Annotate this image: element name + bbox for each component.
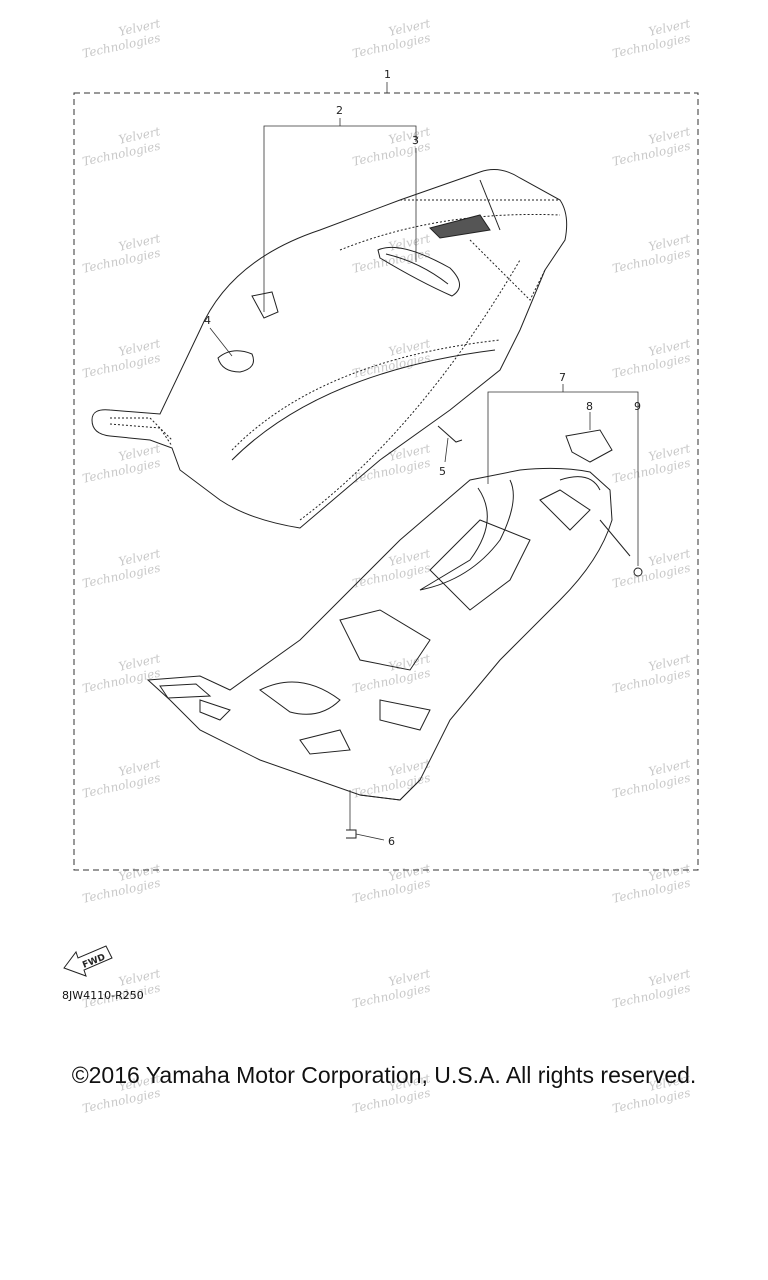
- watermark-text: YelvertTechnologies: [78, 124, 164, 169]
- assembly-boundary: [73, 92, 699, 871]
- watermark-text: YelvertTechnologies: [348, 546, 434, 591]
- seat-base: [146, 467, 631, 801]
- watermark-text: YelvertTechnologies: [608, 124, 694, 169]
- watermark-layer: YelvertTechnologiesYelvertTechnologiesYe…: [78, 16, 694, 1116]
- watermark-text: YelvertTechnologies: [348, 231, 434, 276]
- watermark-text: YelvertTechnologies: [348, 336, 434, 381]
- watermark-text: YelvertTechnologies: [78, 651, 164, 696]
- watermark-text: YelvertTechnologies: [348, 16, 434, 61]
- diagram-code: 8JW4110-R250: [62, 989, 144, 1002]
- watermark-text: YelvertTechnologies: [78, 16, 164, 61]
- callout-5: 5: [439, 465, 446, 478]
- watermark-text: YelvertTechnologies: [608, 966, 694, 1011]
- callout-2: 2: [336, 104, 343, 117]
- watermark-text: YelvertTechnologies: [348, 756, 434, 801]
- watermark-text: YelvertTechnologies: [78, 231, 164, 276]
- watermark-text: YelvertTechnologies: [348, 1071, 434, 1116]
- watermark-text: YelvertTechnologies: [608, 651, 694, 696]
- watermark-text: YelvertTechnologies: [348, 861, 434, 906]
- callout-1: 1: [384, 68, 391, 81]
- callout-3: 3: [412, 134, 419, 147]
- callout-9: 9: [634, 400, 641, 413]
- watermark-text: YelvertTechnologies: [608, 16, 694, 61]
- watermark-text: YelvertTechnologies: [78, 861, 164, 906]
- watermark-text: YelvertTechnologies: [608, 441, 694, 486]
- copyright-notice: ©2016 Yamaha Motor Corporation, U.S.A. A…: [71, 1062, 697, 1088]
- watermark-text: YelvertTechnologies: [78, 336, 164, 381]
- callout-8: 8: [586, 400, 593, 413]
- watermark-text: YelvertTechnologies: [608, 861, 694, 906]
- callout-4: 4: [204, 314, 211, 327]
- watermark-text: YelvertTechnologies: [78, 441, 164, 486]
- watermark-text: YelvertTechnologies: [348, 124, 434, 169]
- watermark-text: YelvertTechnologies: [348, 441, 434, 486]
- callout-6: 6: [388, 835, 395, 848]
- watermark-text: YelvertTechnologies: [348, 966, 434, 1011]
- watermark-text: YelvertTechnologies: [348, 651, 434, 696]
- watermark-text: YelvertTechnologies: [608, 756, 694, 801]
- watermark-text: YelvertTechnologies: [608, 336, 694, 381]
- watermark-text: YelvertTechnologies: [78, 546, 164, 591]
- watermark-text: YelvertTechnologies: [78, 756, 164, 801]
- watermark-text: YelvertTechnologies: [608, 546, 694, 591]
- callout-7: 7: [559, 371, 566, 384]
- seat-top: [91, 169, 568, 529]
- watermark-text: YelvertTechnologies: [608, 231, 694, 276]
- fwd-arrow-icon: FWD: [63, 945, 113, 977]
